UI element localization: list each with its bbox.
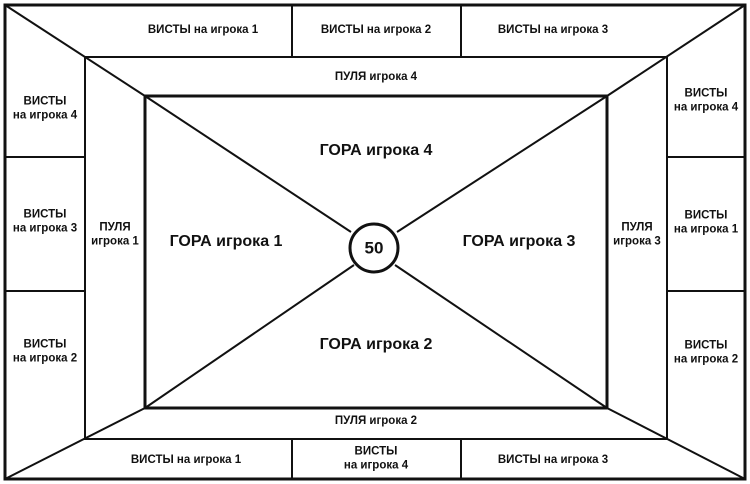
left-vists-player-2-line2: на игрока 2 bbox=[12, 353, 78, 365]
center-circle bbox=[348, 222, 400, 274]
bottom-vists-player-4-line1: ВИСТЫ bbox=[354, 445, 398, 458]
right-vists-player-1-line2: на игрока 1 bbox=[673, 224, 739, 236]
right-vists-player-1-line1: ВИСТЫ bbox=[684, 209, 728, 222]
left-vists-player-4: ВИСТЫ на игрока 4 bbox=[13, 95, 77, 124]
left-vists-player-3: ВИСТЫ на игрока 3 bbox=[13, 208, 77, 237]
top-vists-player-2: ВИСТЫ на игрока 2 bbox=[320, 23, 432, 36]
left-vists-player-2: ВИСТЫ на игрока 2 bbox=[13, 338, 77, 367]
left-vists-player-4-line1: ВИСТЫ bbox=[23, 95, 67, 108]
mountain-diagonal-tr bbox=[396, 95, 608, 233]
top-vists-player-3: ВИСТЫ на игрока 3 bbox=[497, 23, 609, 36]
right-vists-player-1: ВИСТЫ на игрока 1 bbox=[674, 209, 738, 238]
pool-player-3-line1: ПУЛЯ bbox=[621, 221, 653, 234]
right-vists-player-4-line2: на игрока 4 bbox=[673, 102, 739, 114]
diagonal-bottom-right bbox=[606, 407, 746, 480]
bottom-vists-player-4: ВИСТЫ на игрока 4 bbox=[344, 445, 408, 474]
mountain-player-2: ГОРА игрока 2 bbox=[319, 336, 433, 353]
right-vists-player-4: ВИСТЫ на игрока 4 bbox=[674, 87, 738, 116]
mountain-player-1: ГОРА игрока 1 bbox=[169, 233, 283, 250]
diagonal-bottom-left bbox=[4, 407, 146, 480]
bottom-vists-player-4-line2: на игрока 4 bbox=[343, 460, 409, 472]
mountain-diagonal-bl bbox=[144, 264, 355, 409]
mountain-diagonal-br bbox=[394, 264, 608, 409]
mountain-player-3: ГОРА игрока 3 bbox=[462, 233, 576, 250]
pool-player-4: ПУЛЯ игрока 4 bbox=[334, 70, 418, 83]
mountain-frame bbox=[143, 94, 609, 410]
pool-player-1: ПУЛЯ игрока 1 bbox=[91, 221, 139, 250]
pool-player-3-line2: игрока 3 bbox=[613, 236, 661, 248]
mountain-player-4: ГОРА игрока 4 bbox=[319, 142, 433, 159]
pool-player-1-line1: ПУЛЯ bbox=[99, 221, 131, 234]
right-vists-player-4-line1: ВИСТЫ bbox=[684, 87, 728, 100]
bottom-vists-player-3: ВИСТЫ на игрока 3 bbox=[497, 453, 609, 466]
center-score-value: 50 bbox=[364, 238, 384, 258]
outer-border bbox=[3, 3, 747, 481]
pool-player-1-line2: игрока 1 bbox=[91, 236, 139, 248]
top-vists-player-1: ВИСТЫ на игрока 1 bbox=[147, 23, 259, 36]
bottom-vists-player-1: ВИСТЫ на игрока 1 bbox=[130, 453, 242, 466]
left-vists-player-2-line1: ВИСТЫ bbox=[23, 338, 67, 351]
pool-player-3: ПУЛЯ игрока 3 bbox=[613, 221, 661, 250]
right-vists-player-2-line2: на игрока 2 bbox=[673, 354, 739, 366]
left-vists-player-4-line2: на игрока 4 bbox=[12, 110, 78, 122]
diagonal-top-right bbox=[606, 4, 746, 97]
pool-player-2: ПУЛЯ игрока 2 bbox=[334, 414, 418, 427]
vists-frame bbox=[84, 56, 668, 440]
right-vists-player-2-line1: ВИСТЫ bbox=[684, 339, 728, 352]
mountain-diagonal-tl bbox=[144, 95, 352, 233]
left-vists-player-3-line1: ВИСТЫ bbox=[23, 208, 67, 221]
left-vists-player-3-line2: на игрока 3 bbox=[12, 223, 78, 235]
right-vists-player-2: ВИСТЫ на игрока 2 bbox=[674, 339, 738, 368]
diagonal-top-left bbox=[4, 4, 146, 97]
